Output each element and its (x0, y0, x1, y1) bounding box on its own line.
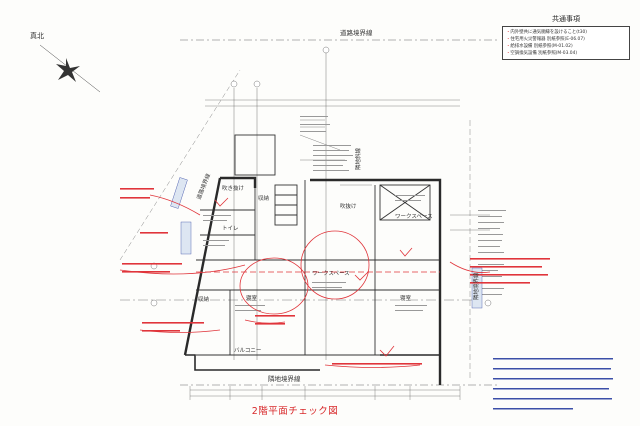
north-arrow-icon (39, 44, 101, 93)
common-notes-list: 内外壁共に通気胴縁を設けること(t30) 住宅用火災警報器 別紙参照(E-06.… (502, 26, 630, 60)
interior-walls (196, 134, 440, 356)
common-notes-panel: 共通事項 内外壁共に通気胴縁を設けること(t30) 住宅用火災警報器 別紙参照(… (502, 14, 630, 60)
room-storage: 収納 (258, 194, 270, 202)
blue-handwritten-notes (493, 358, 613, 410)
room-void: 吹抜け (340, 202, 357, 210)
red-handwritten-notes (120, 188, 550, 365)
common-note-item: 住宅用火災警報器 別紙参照(E-06.07) (506, 36, 626, 43)
room-workspace1: ワークスペース (395, 213, 433, 220)
common-note-item: 空調換気設備 別紙参照(M-03.04) (506, 50, 626, 57)
north-label: 真北 (30, 31, 44, 40)
small-text-blocks (203, 116, 506, 311)
room-storage2: 収納 (198, 295, 210, 303)
room-balcony: バルコニー (234, 347, 261, 354)
common-note-item: 内外壁共に通気胴縁を設けること(t30) (506, 29, 626, 36)
room-toilet: トイレ (222, 226, 239, 232)
room-stairwell: 吹き抜け (222, 184, 245, 192)
road-boundary-side-line (119, 69, 241, 261)
common-note-item: 給排水設備 別紙参照(M-01.02) (506, 43, 626, 50)
grid-bubbles (150, 46, 492, 360)
exterior-walls (183, 176, 442, 385)
dimension-lines (189, 99, 461, 400)
common-notes-title: 共通事項 (552, 15, 580, 23)
road-boundary-label: 道路境界線 (340, 28, 373, 37)
neighbor-boundary-bottom-label: 隣地境界線 (268, 374, 301, 383)
sheet-title: 2階平面チェック図 (251, 406, 339, 417)
room-bedroom1: 寝室 (246, 294, 258, 302)
section-tags (170, 177, 483, 309)
room-bedroom2: 寝室 (400, 294, 412, 302)
room-workspace2: ワークスペース (312, 270, 350, 277)
